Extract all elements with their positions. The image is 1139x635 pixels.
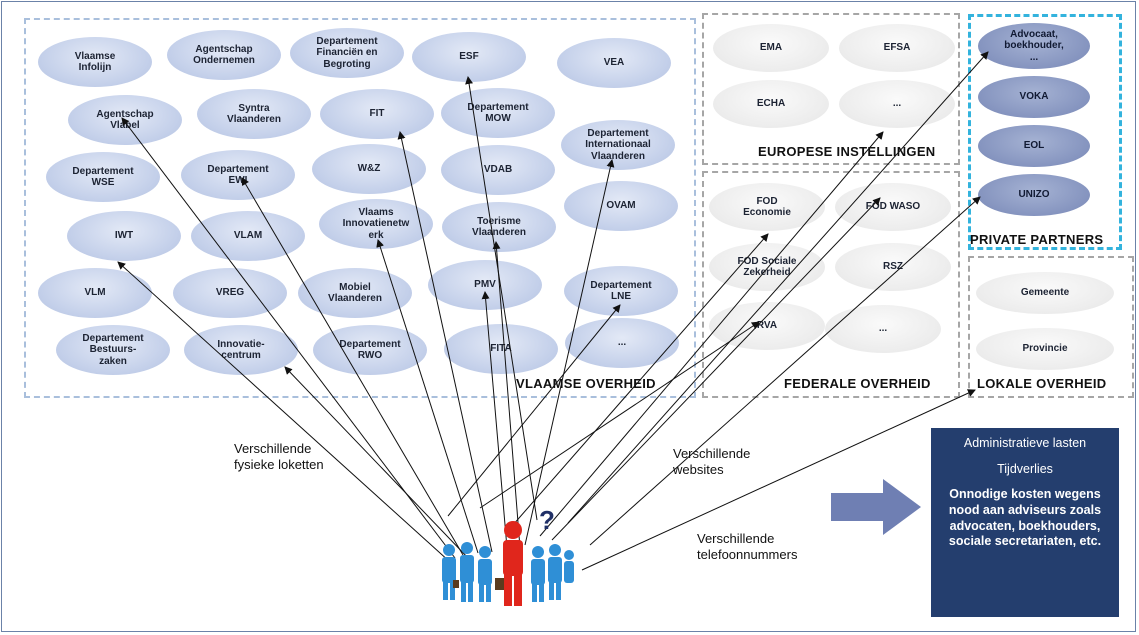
node-provincie: Provincie [976, 328, 1114, 370]
node-vlam: VLAM [191, 211, 305, 261]
label-lokale-overheid: LOKALE OVERHEID [977, 376, 1107, 391]
node-ema: EMA [713, 24, 829, 72]
node-rva: RVA [709, 302, 825, 350]
node-voka: VOKA [978, 76, 1090, 118]
node-advocaat-boekhouder: Advocaat,boekhouder,... [978, 23, 1090, 69]
label-private-partners: PRIVATE PARTNERS [970, 232, 1104, 247]
consequence-tijdverlies: Tijdverlies [997, 461, 1053, 476]
node-vreg: VREG [173, 268, 287, 318]
node-wz: W&Z [312, 144, 426, 194]
right-arrow-icon [831, 479, 921, 535]
node-rsz: RSZ [835, 243, 951, 291]
node-pmv: PMV [428, 260, 542, 310]
node-esf: ESF [412, 32, 526, 82]
question-mark-icon: ? [539, 505, 555, 535]
label-europese-instellingen: EUROPESE INSTELLINGEN [758, 144, 936, 159]
node-federaal-more: ... [825, 305, 941, 353]
node-echa: ECHA [713, 80, 829, 128]
node-iwt: IWT [67, 211, 181, 261]
consequences-box: Administratieve lasten Tijdverlies Onnod… [931, 428, 1119, 617]
node-innovatiecentrum: Innovatie-centrum [184, 325, 298, 375]
node-vlaams-more: ... [565, 318, 679, 368]
consequence-onnodige-kosten: Onnodige kosten wegens nood aan adviseur… [948, 487, 1102, 549]
group-of-people-icon [442, 521, 574, 606]
label-vlaamse-overheid: VLAAMSE OVERHEID [516, 376, 656, 391]
node-vdab: VDAB [441, 145, 555, 195]
node-fita: FITA [444, 324, 558, 374]
consequence-administratieve-lasten: Administratieve lasten [963, 436, 1087, 450]
node-fit: FIT [320, 89, 434, 139]
node-vlm: VLM [38, 268, 152, 318]
node-europa-more: ... [839, 80, 955, 128]
node-unizo: UNIZO [978, 174, 1090, 216]
node-eol: EOL [978, 125, 1090, 167]
node-ovam: OVAM [564, 181, 678, 231]
node-fod-waso: FOD WASO [835, 183, 951, 231]
node-gemeente: Gemeente [976, 272, 1114, 314]
label-federale-overheid: FEDERALE OVERHEID [784, 376, 931, 391]
node-vea: VEA [557, 38, 671, 88]
node-efsa: EFSA [839, 24, 955, 72]
